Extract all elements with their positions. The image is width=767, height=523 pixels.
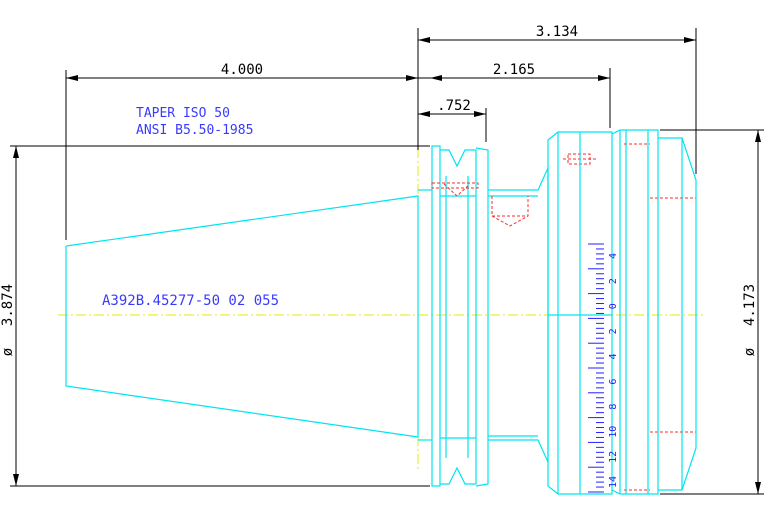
diameter-symbol-left: ø bbox=[0, 347, 16, 356]
scale-label: 12 bbox=[608, 451, 619, 463]
scale-label: 2 bbox=[608, 278, 619, 284]
dimension-flange-to-body: 2.165 bbox=[418, 62, 610, 81]
vernier-scale-labels: 4 2 0 2 4 6 8 10 12 14 bbox=[608, 253, 619, 488]
flange-v-groove bbox=[431, 145, 489, 487]
taper-spec-line2: ANSI B5.50-1985 bbox=[136, 123, 253, 138]
dim-label-2165: 2.165 bbox=[493, 62, 535, 78]
adjustable-body bbox=[547, 129, 697, 495]
dim-label-4000: 4.000 bbox=[221, 62, 263, 78]
dim-label-4173: 4.173 bbox=[742, 284, 758, 326]
dimension-right-diameter: 4.173 ø bbox=[742, 130, 761, 494]
part-number: A392B.45277-50 02 055 bbox=[102, 293, 279, 309]
scale-label: 4 bbox=[608, 353, 619, 359]
scale-label: 8 bbox=[608, 404, 619, 410]
scale-label: 2 bbox=[608, 328, 619, 334]
dimension-taper-length: 4.000 bbox=[66, 62, 418, 81]
dimension-groove-width: .752 bbox=[418, 98, 486, 117]
taper-body bbox=[65, 195, 419, 438]
dim-label-752: .752 bbox=[437, 98, 471, 114]
taper-spec-line1: TAPER ISO 50 bbox=[136, 106, 230, 121]
diameter-symbol-right: ø bbox=[742, 347, 758, 356]
dimension-overall-right: 3.134 bbox=[418, 24, 696, 43]
scale-label: 14 bbox=[608, 476, 619, 488]
scale-label: 0 bbox=[608, 303, 619, 309]
vernier-scale bbox=[588, 243, 604, 493]
dim-label-3874: 3.874 bbox=[0, 284, 16, 326]
dim-label-3134: 3.134 bbox=[536, 24, 578, 40]
scale-label: 4 bbox=[608, 253, 619, 259]
dimension-left-diameter: 3.874 ø bbox=[0, 146, 19, 486]
scale-label: 6 bbox=[608, 379, 619, 385]
scale-label: 10 bbox=[608, 426, 619, 438]
